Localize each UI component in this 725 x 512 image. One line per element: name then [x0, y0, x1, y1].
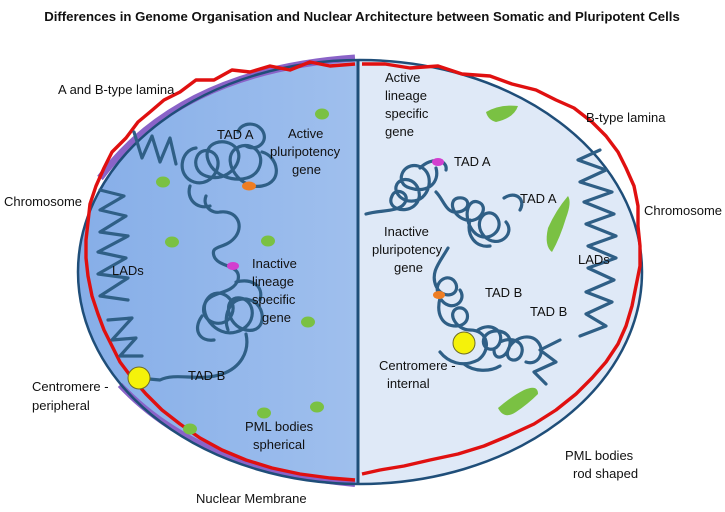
label-inactive-lineage-1: Inactive [252, 256, 297, 271]
label-tad-a-left: TAD A [217, 127, 254, 142]
label-centromere-internal-2: internal [387, 376, 430, 391]
lamina-right [361, 62, 642, 476]
centromere-peripheral-marker [127, 366, 151, 390]
label-pml-spherical-1: PML bodies [245, 419, 314, 434]
lad-loops-left [96, 130, 178, 358]
label-centromere-peripheral-1: Centromere - [32, 379, 109, 394]
label-active-lineage-2: lineage [385, 88, 427, 103]
label-inactive-lineage-3: specific [252, 292, 296, 307]
label-inactive-pluri-1: Inactive [384, 224, 429, 239]
label-inactive-lineage-4: gene [262, 310, 291, 325]
label-active-pluri-3: gene [292, 162, 321, 177]
label-active-pluri-1: Active [288, 126, 323, 141]
label-pml-spherical-2: spherical [253, 437, 305, 452]
diagram-title: Differences in Genome Organisation and N… [44, 9, 680, 24]
label-active-pluri-2: pluripotency [270, 144, 341, 159]
label-tad-b-left: TAD B [188, 368, 225, 383]
label-centromere-peripheral-2: peripheral [32, 398, 90, 413]
pml-bodies-rod [486, 105, 570, 416]
centromere-internal-marker [452, 331, 476, 355]
label-inactive-pluri-2: pluripotency [372, 242, 443, 257]
label-lads-right: LADs [578, 252, 610, 267]
label-lads-left: LADs [112, 263, 144, 278]
label-active-lineage-1: Active [385, 70, 420, 85]
label-pml-rod-2: rod shaped [573, 466, 638, 481]
label-pml-rod-1: PML bodies [565, 448, 634, 463]
label-tad-a-right-1: TAD A [454, 154, 491, 169]
label-inactive-pluri-3: gene [394, 260, 423, 275]
label-nuclear-membrane: Nuclear Membrane [196, 491, 307, 506]
inactive-pluripotency-gene-marker [433, 291, 445, 299]
active-lineage-gene-marker [432, 158, 444, 166]
pml-bodies-spherical [156, 108, 329, 435]
label-ab-lamina: A and B-type lamina [58, 82, 175, 97]
chromosome-left [136, 122, 278, 382]
label-tad-b-right-1: TAD B [485, 285, 522, 300]
inactive-lineage-gene-marker [227, 262, 239, 270]
label-inactive-lineage-2: lineage [252, 274, 294, 289]
pluripotent-nucleus-half [358, 60, 642, 484]
label-chromosome-left: Chromosome [4, 194, 82, 209]
label-chromosome-right: Chromosome [644, 203, 722, 218]
lad-loops-right [532, 148, 618, 386]
label-b-lamina: B-type lamina [586, 110, 666, 125]
label-active-lineage-4: gene [385, 124, 414, 139]
label-active-lineage-3: specific [385, 106, 429, 121]
chromosome-left-detail [187, 184, 216, 342]
lamina-left [84, 60, 356, 482]
active-pluripotency-gene-marker [242, 181, 256, 191]
label-centromere-internal-1: Centromere - [379, 358, 456, 373]
nuclear-membrane-outline [76, 58, 644, 486]
label-tad-a-right-2: TAD A [520, 191, 557, 206]
label-tad-b-right-2: TAD B [530, 304, 567, 319]
